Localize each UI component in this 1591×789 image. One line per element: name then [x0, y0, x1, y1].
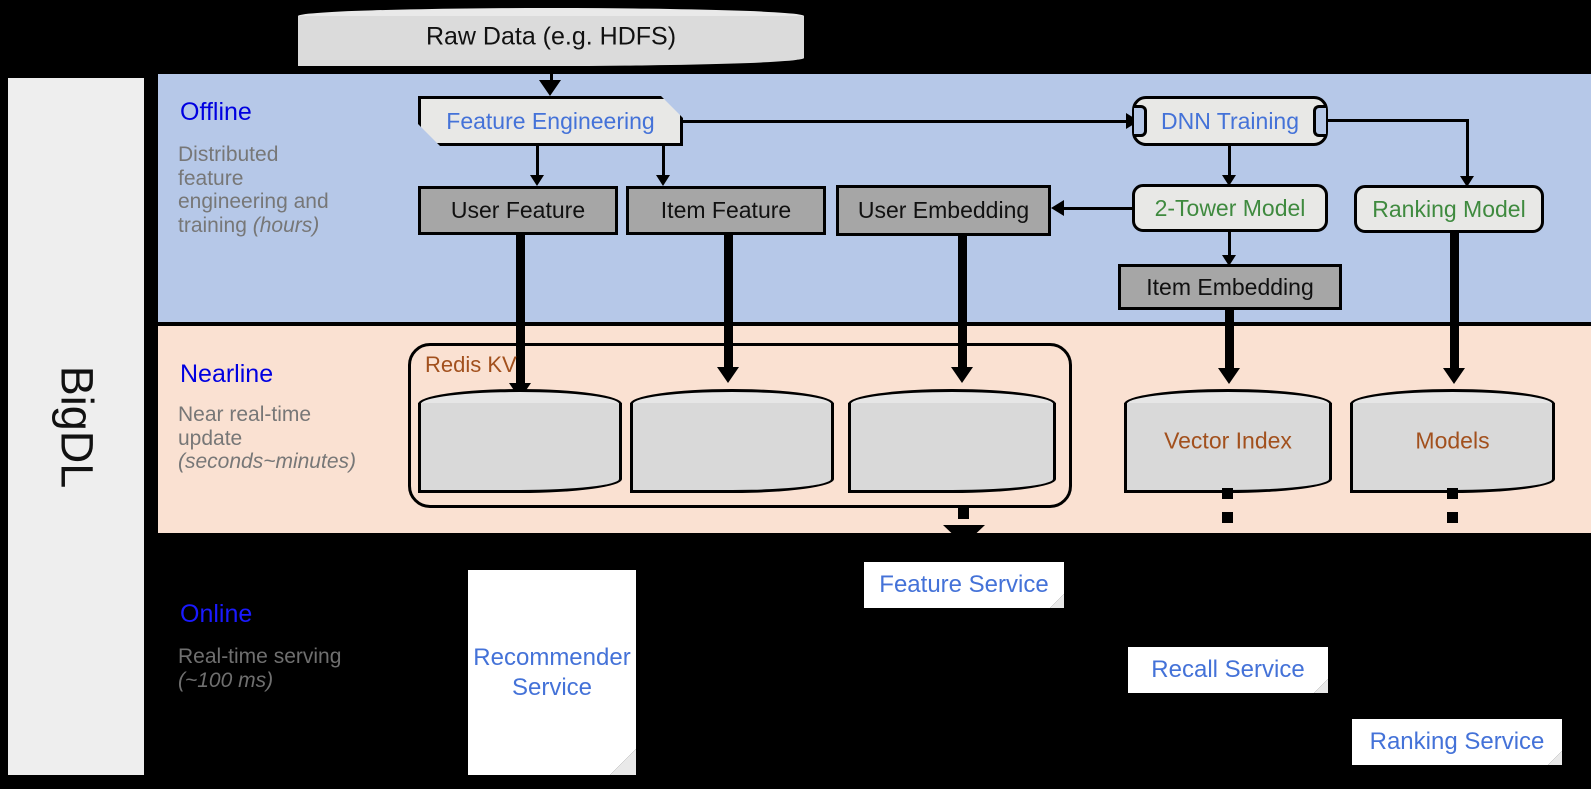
bigdl-label: BigDL: [50, 365, 102, 488]
offline-desc-text: Distributed feature engineering and trai…: [178, 143, 329, 237]
online-stage-title: Online: [180, 600, 253, 628]
kv-store-1[interactable]: [418, 389, 622, 493]
online-stage-description: Real-time serving (~100 ms): [178, 645, 353, 692]
ranking-service-node[interactable]: Ranking Service: [1352, 719, 1562, 765]
feature-engineering-node[interactable]: Feature Engineering: [418, 96, 683, 146]
nearline-desc-em: (seconds~minutes): [178, 450, 356, 474]
arrow-dnn-to-ranking-h: [1328, 119, 1469, 122]
user-embedding-node[interactable]: User Embedding: [836, 185, 1051, 236]
item-embedding-label: Item Embedding: [1146, 273, 1314, 300]
user-feature-node[interactable]: User Feature: [418, 186, 618, 235]
arrow-rawdata-to-fe-line: [550, 66, 553, 84]
feature-service-label: Feature Service: [879, 571, 1049, 598]
arrow-twotower-to-itememb-head: [1222, 255, 1236, 266]
models-store[interactable]: Models: [1350, 389, 1555, 493]
arrow-dnn-to-ranking-head: [1460, 176, 1474, 187]
page-fold-highlight-icon: [610, 749, 636, 775]
recommender-service-label-line1: Recommender: [473, 643, 631, 671]
ranking-model-node[interactable]: Ranking Model: [1354, 185, 1544, 233]
dash-rankingservice-1: [1447, 488, 1458, 499]
recall-service-node[interactable]: Recall Service: [1128, 647, 1328, 693]
redis-kv-label: Redis KV: [425, 352, 517, 377]
recommender-service-node[interactable]: Recommender Service: [468, 570, 636, 775]
arrow-twotower-to-userembedding-head: [1051, 200, 1064, 216]
kv-store-3[interactable]: [848, 389, 1056, 493]
arrow-dnn-to-twotower-line: [1228, 146, 1231, 178]
arrow-rawdata-to-fe-head: [539, 80, 561, 96]
arrow-fe-to-itemfeature-line: [662, 146, 665, 178]
arrow-twotower-to-itememb-line: [1228, 232, 1231, 260]
pipe-userembedding-to-store3: [958, 234, 967, 373]
feature-engineering-label: Feature Engineering: [446, 107, 655, 134]
arrow-to-feature-service-head: [943, 525, 985, 545]
pipe-rankingmodel-to-models: [1450, 231, 1459, 374]
feature-service-node[interactable]: Feature Service: [864, 562, 1064, 608]
arrow-dnn-to-ranking-v: [1466, 119, 1469, 179]
page-fold-highlight-icon: [1548, 751, 1562, 765]
user-embedding-label: User Embedding: [857, 197, 1030, 223]
nearline-stage-description: Near real-time update (seconds~minutes): [178, 403, 356, 474]
raw-data-label: Raw Data (e.g. HDFS): [425, 22, 677, 51]
dnn-training-node[interactable]: DNN Training: [1132, 96, 1328, 146]
item-feature-node[interactable]: Item Feature: [626, 186, 826, 235]
page-fold-highlight-icon: [1050, 594, 1064, 608]
arrow-fe-to-userfeature-head: [530, 175, 544, 186]
online-desc-text: Real-time serving: [178, 645, 342, 668]
recommender-service-label-line2: Service: [511, 673, 593, 701]
pipe-userembedding-head: [951, 367, 973, 383]
pipe-userfeature-to-store1: [516, 233, 525, 388]
dash-recallservice-2: [1222, 512, 1233, 523]
two-tower-model-node[interactable]: 2-Tower Model: [1132, 184, 1328, 232]
pipe-itemfeature-head: [717, 367, 739, 383]
item-feature-label: Item Feature: [660, 197, 792, 223]
arrow-fe-to-userfeature-line: [536, 146, 539, 178]
vector-index-store[interactable]: Vector Index: [1124, 389, 1332, 493]
bigdl-framework-sidebar: BigDL: [6, 76, 146, 777]
page-fold-highlight-icon: [1314, 679, 1328, 693]
recall-service-label: Recall Service: [1151, 656, 1305, 683]
dash-recallservice-1: [1222, 488, 1233, 499]
pipe-itemembedding-to-vectorindex: [1225, 308, 1234, 373]
ranking-service-label: Ranking Service: [1369, 728, 1545, 755]
arrow-fe-to-dnn-line: [683, 120, 1129, 123]
dnn-training-label: DNN Training: [1160, 107, 1300, 134]
arrow-twotower-to-userembedding-line: [1062, 207, 1132, 210]
dash-featureservice-1: [958, 508, 969, 519]
vector-index-label: Vector Index: [1164, 427, 1292, 454]
pipe-itemembedding-head: [1218, 368, 1240, 384]
user-feature-label: User Feature: [450, 197, 586, 223]
kv-store-2[interactable]: [630, 389, 834, 493]
online-desc-em: (~100 ms): [178, 668, 274, 692]
models-label: Models: [1415, 427, 1490, 454]
two-tower-model-label: 2-Tower Model: [1154, 194, 1306, 221]
nearline-desc-text: Near real-time update: [178, 403, 312, 450]
ranking-model-label: Ranking Model: [1372, 195, 1526, 222]
raw-data-store: Raw Data (e.g. HDFS): [296, 6, 806, 68]
pipe-rankingmodel-head: [1443, 368, 1465, 384]
offline-stage-description: Distributed feature engineering and trai…: [178, 143, 338, 237]
arrow-dnn-to-twotower-head: [1222, 175, 1236, 186]
offline-stage-title: Offline: [180, 98, 252, 126]
redis-kv-container: [408, 343, 1072, 508]
offline-desc-em: (hours): [252, 213, 320, 237]
dash-rankingservice-2: [1447, 512, 1458, 523]
nearline-stage-title: Nearline: [180, 360, 274, 388]
item-embedding-node[interactable]: Item Embedding: [1118, 264, 1342, 310]
arrow-fe-to-itemfeature-head: [656, 175, 670, 186]
pipe-itemfeature-to-store2: [724, 233, 733, 372]
